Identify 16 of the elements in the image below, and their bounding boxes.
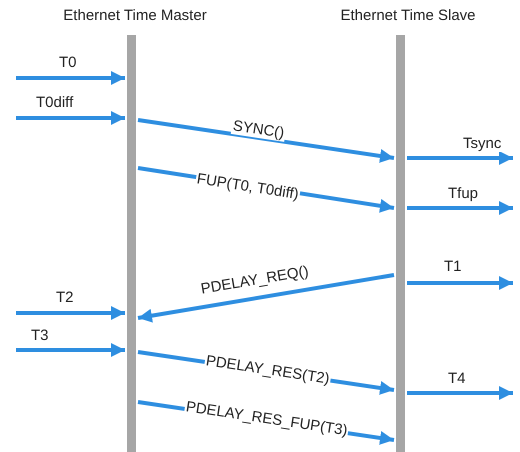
- arrow: [16, 343, 125, 357]
- arrow: [16, 71, 125, 85]
- lifeline-heading: Ethernet Time Master: [63, 7, 207, 24]
- edge-label: Tsync: [462, 135, 502, 152]
- arrow: [16, 111, 125, 125]
- edge-label: FUP(T0, T0diff): [194, 170, 301, 204]
- arrow: [407, 386, 513, 400]
- arrow: [407, 201, 513, 215]
- arrow: [138, 273, 394, 323]
- lifeline-heading: Ethernet Time Slave: [340, 7, 476, 24]
- arrow: [16, 306, 125, 320]
- arrow: [407, 151, 513, 165]
- edge-label: Tfup: [447, 185, 480, 202]
- arrow: [138, 118, 394, 163]
- arrow: [407, 276, 513, 290]
- edge-label: SYNC(): [230, 117, 286, 142]
